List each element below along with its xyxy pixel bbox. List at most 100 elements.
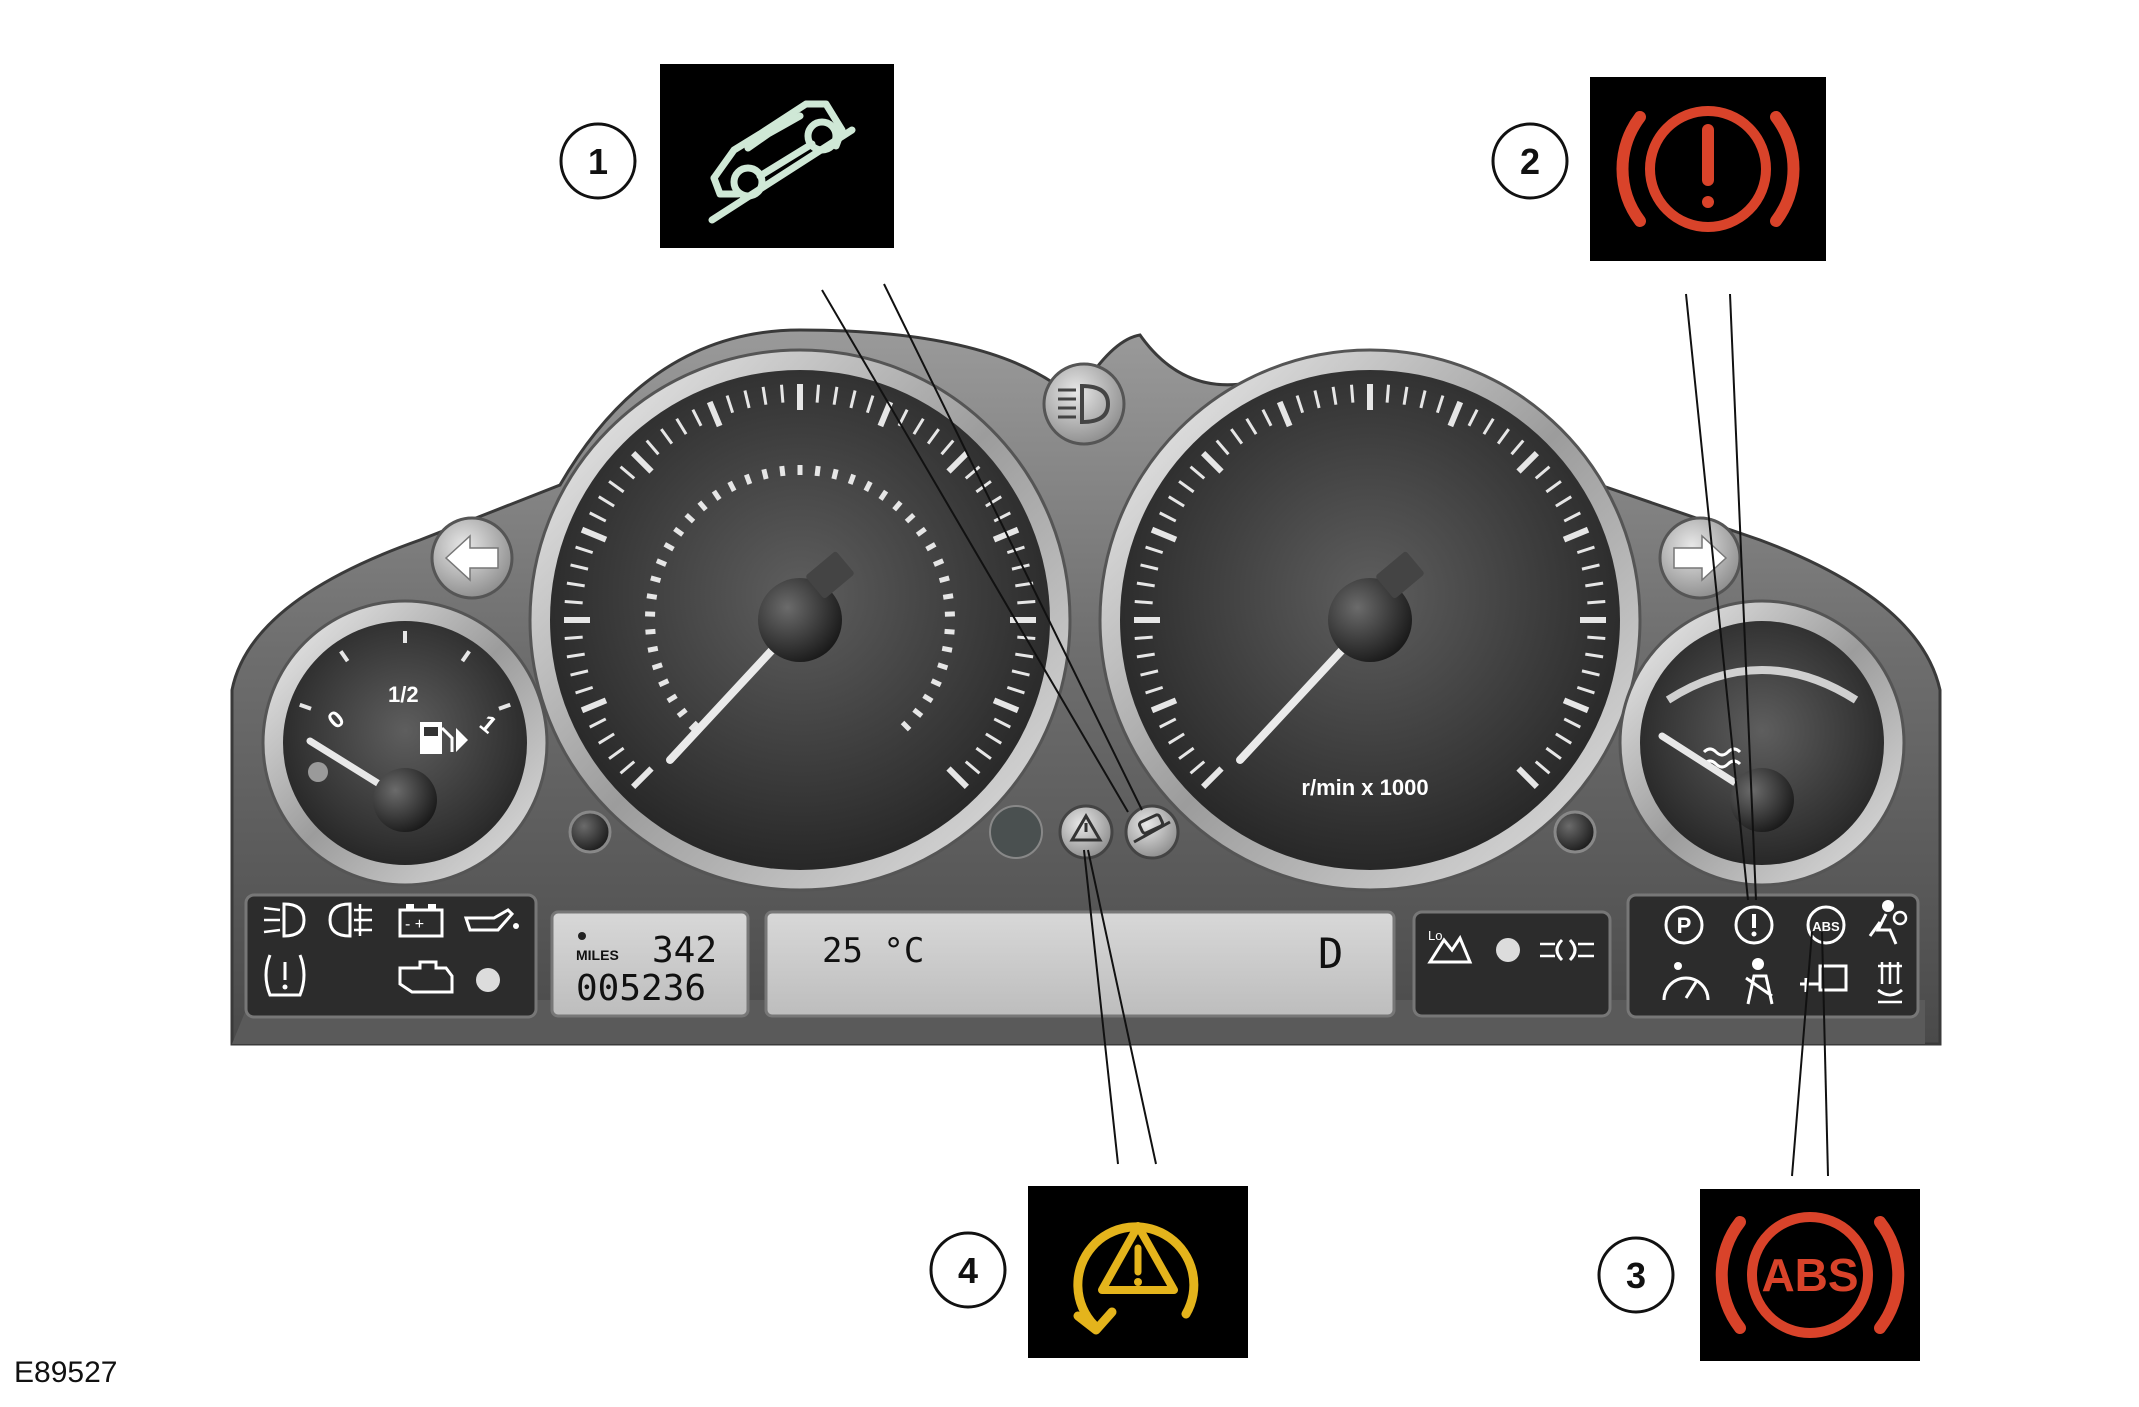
gauge-tick xyxy=(849,390,857,409)
right-turn-indicator xyxy=(1658,516,1742,600)
gauge-tick xyxy=(566,652,585,659)
gauge-tick xyxy=(645,628,656,635)
gauge-tick xyxy=(1331,386,1338,405)
gauge-tick xyxy=(1581,563,1600,571)
gauge-tick xyxy=(1261,409,1273,427)
gauge-tick xyxy=(1562,697,1590,714)
callout-2: 2 xyxy=(1491,77,1826,261)
temperature-arc xyxy=(1665,666,1859,704)
fuel-gauge-ticks xyxy=(299,631,511,711)
callout-1: 1 xyxy=(559,64,894,248)
gauge-tick xyxy=(564,635,583,641)
gauge-tick xyxy=(575,685,594,695)
abs-warning-icon xyxy=(1715,1212,1905,1338)
gauge-tick xyxy=(655,558,667,567)
front-fog-lamp-icon xyxy=(263,902,306,938)
gauge-tick xyxy=(1136,652,1155,659)
callout-1-number: 1 xyxy=(588,141,608,182)
fuel-gauge: 0 1/2 1 xyxy=(261,599,549,887)
gauge-tick xyxy=(1134,635,1153,641)
tachometer-unit-label: r/min x 1000 xyxy=(1301,775,1428,800)
gauge-tick xyxy=(761,386,768,405)
gauge-tick xyxy=(743,390,751,409)
outside-temperature: 25 °C xyxy=(822,931,924,971)
fuel-label-half: 1/2 xyxy=(388,682,419,707)
gauge-tick xyxy=(619,760,636,775)
svg-text:Lo: Lo xyxy=(1428,928,1442,943)
gauge-tick xyxy=(993,511,1011,523)
gauge-tick xyxy=(1447,400,1464,428)
callout-2-number: 2 xyxy=(1520,141,1540,182)
gauge-tick xyxy=(1562,526,1590,543)
temperature-gauge xyxy=(1618,599,1906,887)
gauge-tick xyxy=(926,428,940,445)
gauge-tick xyxy=(631,766,654,789)
gauge-tick xyxy=(992,697,1020,714)
gauge-tick xyxy=(1576,685,1595,695)
tachometer: r/min x 1000 xyxy=(1098,348,1642,892)
gauge-tick xyxy=(666,693,678,704)
gauge-tick xyxy=(1011,563,1030,571)
gauge-tick xyxy=(779,384,785,403)
gauge-tick xyxy=(673,526,685,537)
gauge-tick xyxy=(892,500,903,512)
temperature-needle-hub xyxy=(1730,768,1794,832)
fuel-needle-hub xyxy=(373,768,437,832)
gauge-tick xyxy=(964,465,981,480)
gauge-tick xyxy=(831,468,839,480)
gauge-tick xyxy=(570,563,589,571)
gauge-tick xyxy=(727,480,737,492)
gauge-tick xyxy=(597,495,615,508)
gauge-tick xyxy=(608,480,625,494)
gear-position: D xyxy=(1318,929,1343,978)
gauge-tick xyxy=(608,746,625,760)
gauge-tick xyxy=(1349,384,1355,403)
gauge-tick xyxy=(597,732,615,745)
odometer-panel: MILES 342 005236 xyxy=(550,910,750,1018)
gauge-tick xyxy=(675,417,688,435)
gauge-tick xyxy=(1295,395,1305,414)
gauge-tick xyxy=(900,720,912,732)
gauge-tick xyxy=(1496,428,1510,445)
gauge-tick xyxy=(985,732,1003,745)
gauge-tick xyxy=(711,489,722,501)
gauge-tick xyxy=(1534,760,1551,775)
gauge-tick xyxy=(938,575,950,584)
gauge-tick xyxy=(1555,495,1573,508)
gauge-tick xyxy=(691,409,703,427)
terrain-panel: Lo xyxy=(1412,910,1612,1018)
gauge-tick xyxy=(1167,732,1185,745)
gauge-tick xyxy=(1385,384,1391,403)
tachometer-hub xyxy=(1328,578,1412,662)
gauge-tick xyxy=(1563,717,1581,729)
gauge-tick xyxy=(1178,480,1195,494)
gauge-tick xyxy=(1167,495,1185,508)
gauge-tick xyxy=(619,465,636,480)
gauge-tick xyxy=(706,400,723,428)
abs-warning-label: ABS xyxy=(1761,1249,1858,1301)
gauge-tick xyxy=(925,542,937,552)
gauge-tick xyxy=(1276,400,1293,428)
gauge-tick xyxy=(863,480,873,492)
gauge-tick xyxy=(832,386,839,405)
gauge-tick xyxy=(1402,386,1409,405)
gauge-tick xyxy=(815,384,821,403)
gauge-tick xyxy=(1201,766,1224,789)
gauge-tick xyxy=(1150,526,1178,543)
gauge-tick xyxy=(1159,717,1177,729)
leader-lines xyxy=(821,283,1829,1177)
svg-text:ABS: ABS xyxy=(1812,919,1840,934)
gauge-tick xyxy=(1006,685,1025,695)
gauge-tick xyxy=(1159,511,1177,523)
gauge-tick xyxy=(1545,746,1562,760)
gauge-tick xyxy=(1245,417,1258,435)
gauge-tick xyxy=(1140,563,1159,571)
brake-warning-icon xyxy=(1616,106,1800,232)
gauge-tick xyxy=(937,662,949,671)
gauge-tick xyxy=(779,465,786,477)
gauge-tick xyxy=(1006,545,1025,555)
gauge-tick xyxy=(725,395,735,414)
gauge-tick xyxy=(650,575,662,584)
gauge-tick xyxy=(589,511,607,523)
gauge-tick xyxy=(904,512,916,524)
